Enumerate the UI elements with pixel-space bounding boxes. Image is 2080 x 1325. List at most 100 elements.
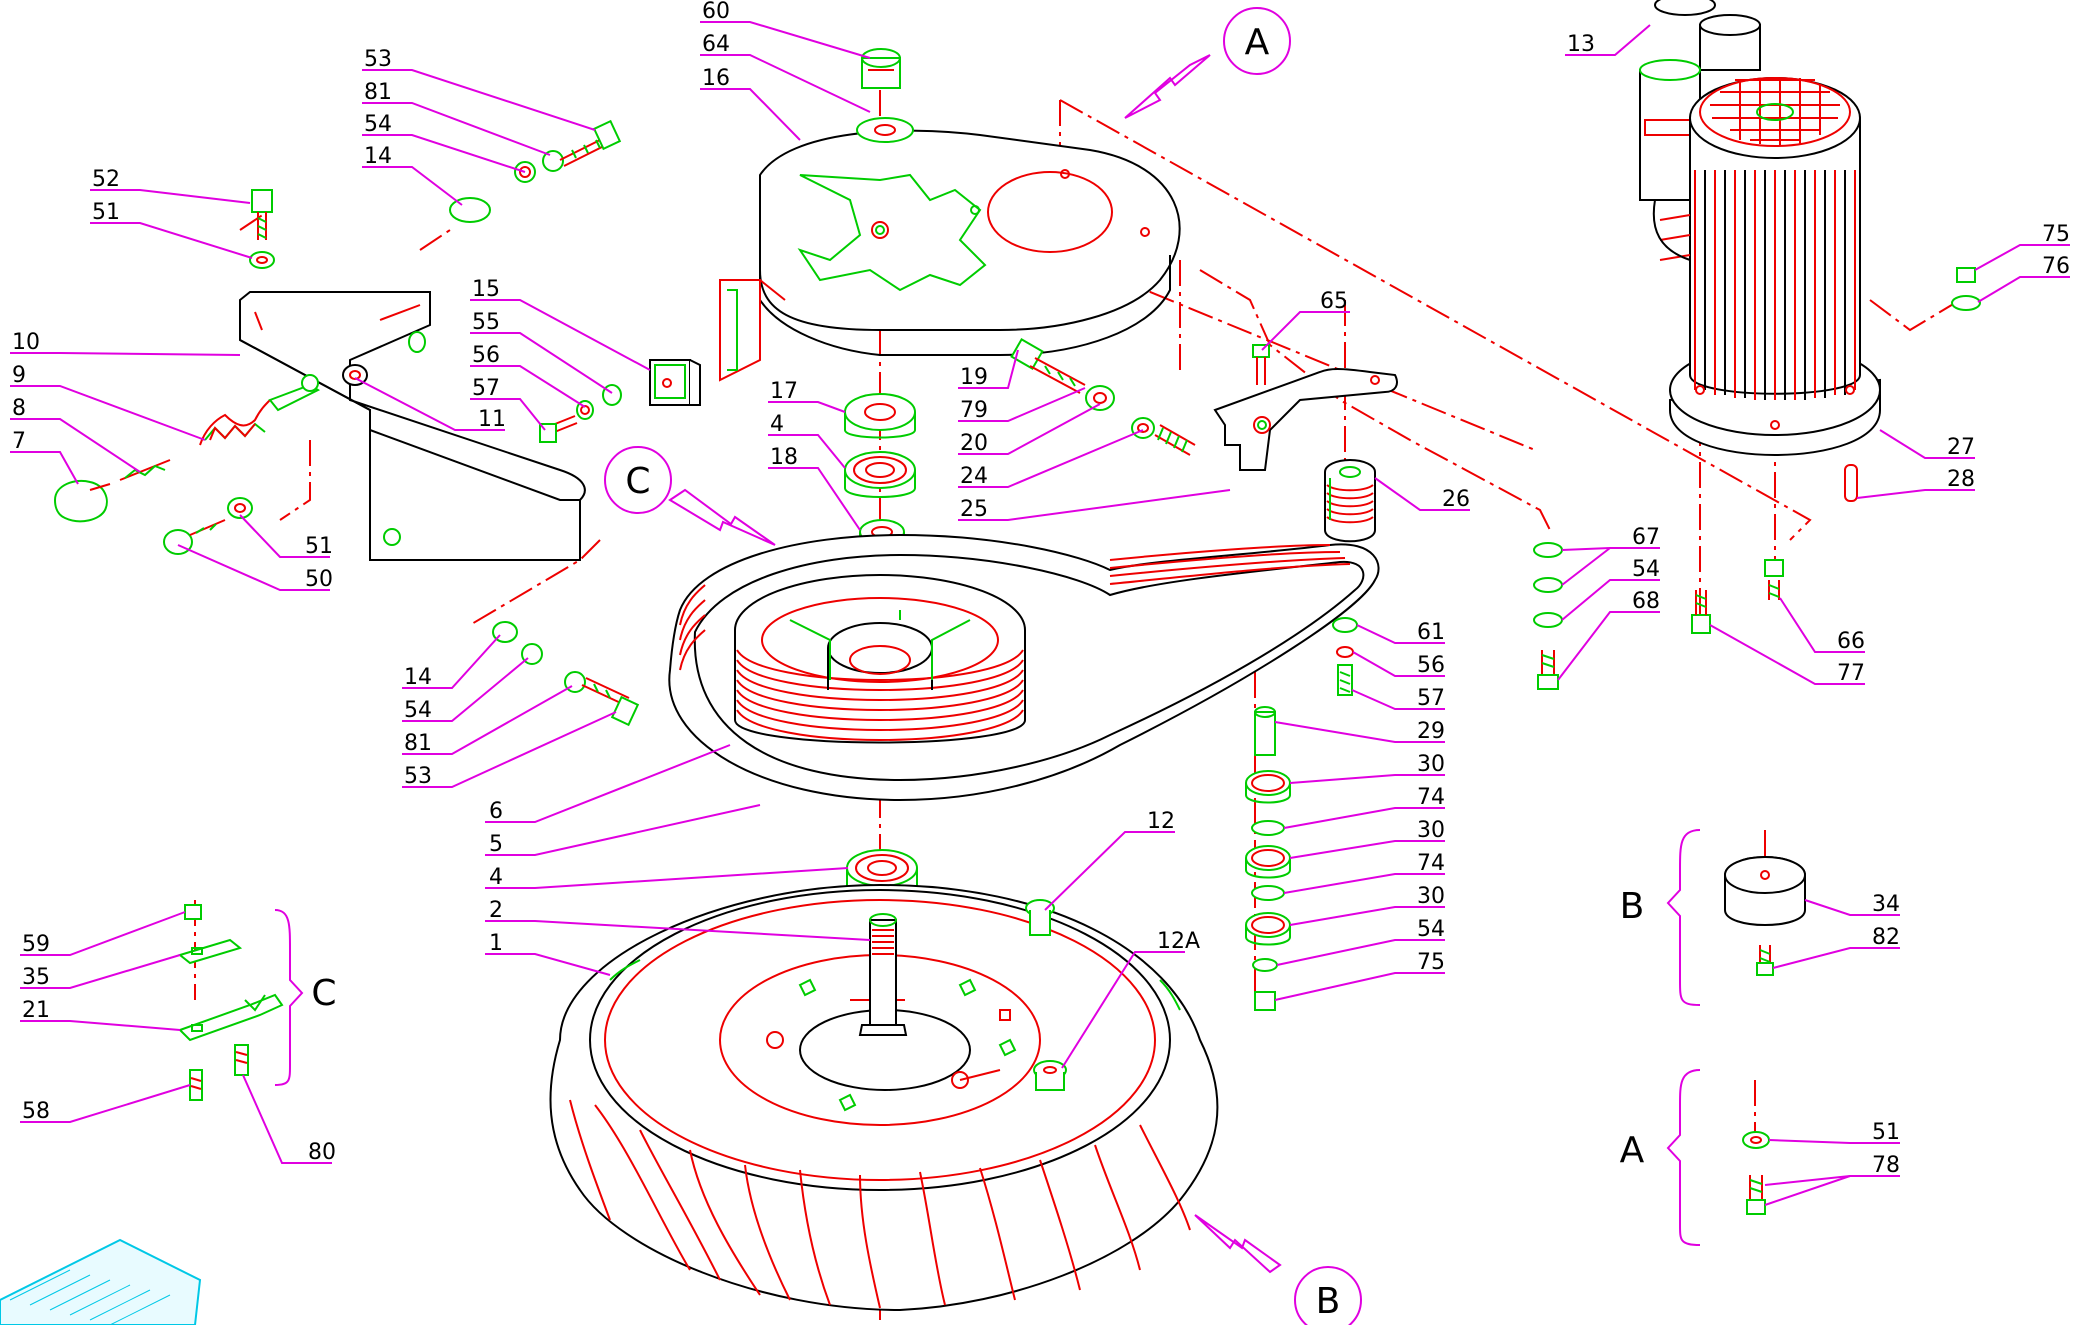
label-1: 1 xyxy=(489,931,503,956)
label-19: 19 xyxy=(960,365,988,390)
group-c-parts xyxy=(177,904,284,1101)
callout-c: C xyxy=(604,446,672,514)
label-75-stack: 75 xyxy=(1417,950,1445,975)
top-cover-plate xyxy=(719,129,1181,382)
callout-b-letter: B xyxy=(1316,1281,1341,1322)
label-14: 14 xyxy=(364,144,392,169)
label-57-right: 57 xyxy=(1417,686,1445,711)
callout-c-letter: C xyxy=(625,461,650,502)
label-56-right: 56 xyxy=(1417,653,1445,678)
label-14-lower: 14 xyxy=(404,665,432,690)
callout-b-circle xyxy=(1294,1266,1362,1325)
tension-spring-assembly xyxy=(53,364,368,523)
label-30: 30 xyxy=(1417,752,1445,777)
label-7: 7 xyxy=(12,429,26,454)
label-28: 28 xyxy=(1947,467,1975,492)
label-53-lower: 53 xyxy=(404,764,432,789)
callout-a: A xyxy=(1223,7,1291,75)
label-59: 59 xyxy=(22,932,50,957)
label-13: 13 xyxy=(1567,32,1595,57)
label-54-right: 54 xyxy=(1632,557,1660,582)
callout-a-letter: A xyxy=(1245,22,1270,63)
label-21: 21 xyxy=(22,998,50,1023)
label-68: 68 xyxy=(1632,589,1660,614)
group-b-title: B xyxy=(1620,886,1645,927)
group-braces xyxy=(274,829,1701,1246)
label-77: 77 xyxy=(1837,661,1865,686)
label-20: 20 xyxy=(960,431,988,456)
label-67: 67 xyxy=(1632,525,1660,550)
label-61: 61 xyxy=(1417,620,1445,645)
label-75: 75 xyxy=(2042,222,2070,247)
label-54-lower: 54 xyxy=(404,698,432,723)
label-12: 12 xyxy=(1147,809,1175,834)
callout-arrows xyxy=(668,54,1282,1274)
group-b-parts xyxy=(1724,856,1806,976)
group-c-title: C xyxy=(311,973,336,1014)
label-12a: 12A xyxy=(1157,929,1200,954)
label-55: 55 xyxy=(472,310,500,335)
small-pulley xyxy=(1324,459,1376,543)
motor-assembly xyxy=(1639,0,1881,502)
leader-lines xyxy=(10,21,2070,1206)
label-64: 64 xyxy=(702,32,730,57)
label-26: 26 xyxy=(1442,487,1470,512)
label-57: 57 xyxy=(472,376,500,401)
small-bracket xyxy=(539,359,701,443)
group-a-title: A xyxy=(1620,1130,1645,1171)
label-27: 27 xyxy=(1947,435,1975,460)
part-number-labels: 60 64 16 53 81 54 14 52 51 10 9 8 7 51 5… xyxy=(12,0,2070,1178)
bolts-left xyxy=(163,119,640,727)
belt-and-drum xyxy=(668,533,1380,802)
corner-grid-platform xyxy=(0,1238,202,1325)
label-5: 5 xyxy=(489,832,503,857)
label-17: 17 xyxy=(770,379,798,404)
label-82: 82 xyxy=(1872,925,1900,950)
label-18: 18 xyxy=(770,445,798,470)
label-30-second: 30 xyxy=(1417,818,1445,843)
label-81-lower: 81 xyxy=(404,731,432,756)
label-2: 2 xyxy=(489,898,503,923)
label-25: 25 xyxy=(960,497,988,522)
label-15: 15 xyxy=(472,277,500,302)
label-58: 58 xyxy=(22,1099,50,1124)
label-8: 8 xyxy=(12,396,26,421)
label-11: 11 xyxy=(478,407,506,432)
main-arm-bracket xyxy=(239,291,586,561)
label-52: 52 xyxy=(92,167,120,192)
label-24: 24 xyxy=(960,464,988,489)
label-81: 81 xyxy=(364,80,392,105)
brush-clips xyxy=(999,899,1067,1091)
belt-tensioner xyxy=(1010,337,1398,471)
label-66: 66 xyxy=(1837,629,1865,654)
label-54: 54 xyxy=(364,112,392,137)
label-16: 16 xyxy=(702,66,730,91)
brush-base xyxy=(549,883,1219,1312)
right-spindle-stack xyxy=(1245,617,1358,1011)
drive-shaft xyxy=(858,913,908,1036)
label-51: 51 xyxy=(92,200,120,225)
label-74: 74 xyxy=(1417,785,1445,810)
label-4-lower: 4 xyxy=(489,865,503,890)
label-79: 79 xyxy=(960,398,988,423)
label-60: 60 xyxy=(702,0,730,24)
label-80: 80 xyxy=(308,1140,336,1165)
label-54-stack: 54 xyxy=(1417,917,1445,942)
callout-c-circle xyxy=(604,446,672,514)
label-56: 56 xyxy=(472,343,500,368)
label-4: 4 xyxy=(770,412,784,437)
label-51-group-a: 51 xyxy=(1872,1120,1900,1145)
callout-a-circle xyxy=(1223,7,1291,75)
label-50: 50 xyxy=(305,567,333,592)
label-10: 10 xyxy=(12,330,40,355)
label-78: 78 xyxy=(1872,1153,1900,1178)
label-76: 76 xyxy=(2042,254,2070,279)
label-34: 34 xyxy=(1872,892,1900,917)
label-65: 65 xyxy=(1320,289,1348,314)
group-a-parts xyxy=(1742,1131,1770,1215)
callout-b: B xyxy=(1294,1266,1362,1325)
label-9: 9 xyxy=(12,363,26,388)
label-35: 35 xyxy=(22,965,50,990)
label-74-second: 74 xyxy=(1417,851,1445,876)
